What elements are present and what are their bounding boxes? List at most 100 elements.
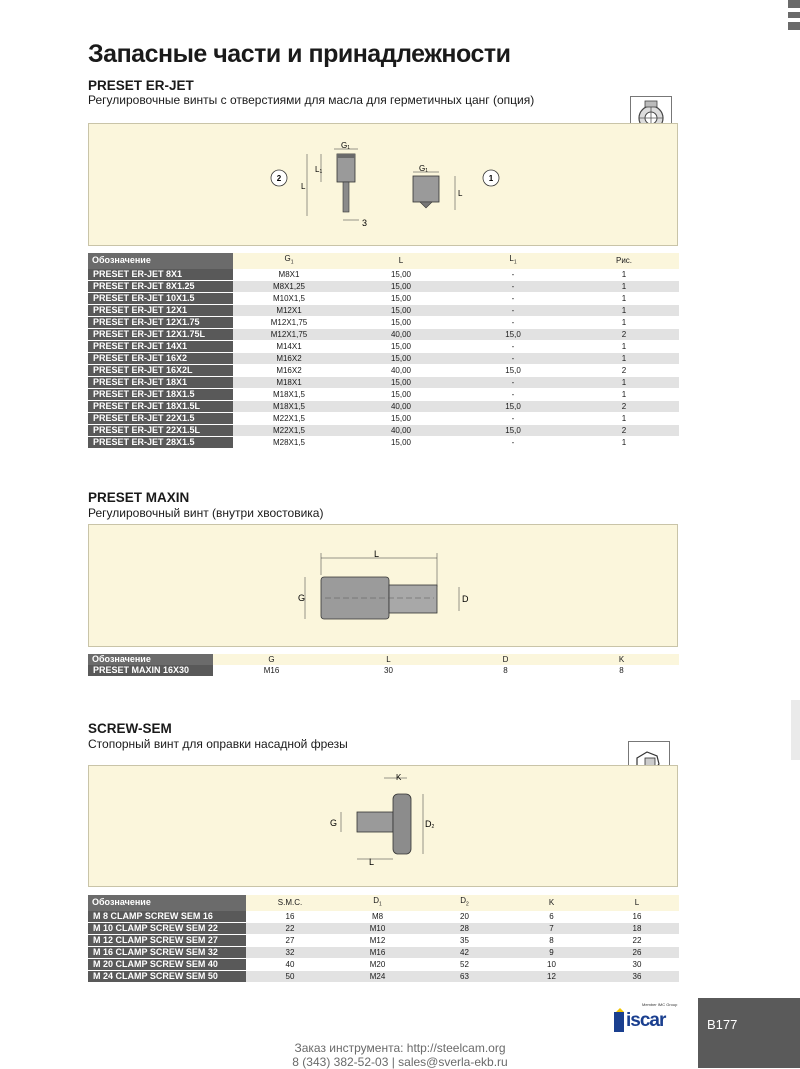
- section-title-erjet: PRESET ER-JET: [88, 78, 194, 93]
- table-cell: M18X1,5: [233, 388, 345, 401]
- maxin-col-header: D: [447, 654, 564, 665]
- table-cell: -: [457, 352, 569, 365]
- table-cell: -: [457, 316, 569, 329]
- designation-cell: PRESET ER-JET 22X1.5L: [88, 424, 233, 437]
- erjet-col-header: L: [345, 253, 457, 269]
- footer-contact-line: 8 (343) 382-52-03 | sales@sverla-ekb.ru: [0, 1055, 800, 1069]
- table-cell: 22: [595, 934, 679, 947]
- footer-order-text: Заказ инструмента: http://steelcam.org: [294, 1041, 506, 1055]
- table-cell: 15,00: [345, 304, 457, 317]
- table-cell: 15,00: [345, 340, 457, 353]
- brand-logo: Member IMC Group iscar: [614, 1002, 694, 1036]
- screwsem-col-header: K: [508, 895, 595, 911]
- screwsem-col-header: D1: [334, 895, 421, 911]
- table-cell: 42: [421, 946, 508, 959]
- maxin-drawing-box: L G D: [88, 524, 678, 647]
- table-cell: -: [457, 268, 569, 281]
- designation-cell: M 12 CLAMP SCREW SEM 27: [88, 934, 246, 947]
- table-cell: 1: [569, 376, 679, 389]
- table-cell: -: [457, 376, 569, 389]
- table-cell: M10: [334, 922, 421, 935]
- table-cell: 15,00: [345, 376, 457, 389]
- callout-2-label: 2: [277, 174, 282, 183]
- table-cell: 15,00: [345, 292, 457, 305]
- erjet-col-header: Обозначение: [88, 253, 233, 269]
- designation-cell: M 24 CLAMP SCREW SEM 50: [88, 970, 246, 983]
- table-cell: 15,00: [345, 388, 457, 401]
- maxin-d-label: D: [462, 594, 469, 604]
- table-cell: M18X1: [233, 376, 345, 389]
- table-cell: 1: [569, 304, 679, 317]
- table-cell: -: [457, 340, 569, 353]
- designation-cell: PRESET ER-JET 18X1.5: [88, 388, 233, 401]
- table-cell: 15,0: [457, 328, 569, 341]
- table-cell: 40,00: [345, 328, 457, 341]
- table-cell: 1: [569, 292, 679, 305]
- screwsem-col-header: L: [595, 895, 679, 911]
- table-cell: -: [457, 436, 569, 449]
- maxin-col-header: Обозначение: [88, 654, 213, 665]
- table-cell: 8: [508, 934, 595, 947]
- designation-cell: PRESET ER-JET 28X1.5: [88, 436, 233, 449]
- table-cell: 7: [508, 922, 595, 935]
- designation-cell: PRESET ER-JET 12X1.75: [88, 316, 233, 329]
- screwsem-col-header-text: D: [460, 896, 466, 905]
- table-cell: M22X1,5: [233, 412, 345, 425]
- l-label-fig1: L: [458, 189, 463, 198]
- designation-cell: M 16 CLAMP SCREW SEM 32: [88, 946, 246, 959]
- table-cell: 36: [595, 970, 679, 983]
- table-cell: 1: [569, 352, 679, 365]
- screwsem-g-label: G: [330, 818, 337, 828]
- table-cell: M12X1,75: [233, 328, 345, 341]
- screwsem-d2-label: D2: [425, 819, 435, 830]
- designation-cell: PRESET ER-JET 10X1.5: [88, 292, 233, 305]
- designation-cell: PRESET ER-JET 14X1: [88, 340, 233, 353]
- table-cell: 1: [569, 436, 679, 449]
- screwsem-col-header: Обозначение: [88, 895, 246, 911]
- table-cell: 40: [246, 958, 334, 971]
- section-title-maxin: PRESET MAXIN: [88, 490, 190, 505]
- table-cell: 15,00: [345, 280, 457, 293]
- table-cell: M20: [334, 958, 421, 971]
- maxin-col-header-text: G: [268, 655, 275, 664]
- designation-cell: PRESET ER-JET 18X1: [88, 376, 233, 389]
- page-number-tab: [698, 998, 800, 1068]
- screwsem-l-label: L: [369, 857, 374, 867]
- table-cell: 40,00: [345, 364, 457, 377]
- designation-cell: PRESET ER-JET 22X1.5: [88, 412, 233, 425]
- g1-label-fig1: G1: [419, 164, 428, 174]
- table-cell: 50: [246, 970, 334, 983]
- table-cell: M10X1,5: [233, 292, 345, 305]
- erjet-col-header-sub: 1: [513, 259, 517, 266]
- table-cell: 15,0: [457, 364, 569, 377]
- table-cell: 6: [508, 910, 595, 923]
- screwsem-col-header-sub: 1: [379, 901, 382, 908]
- table-cell: 30: [330, 665, 447, 677]
- table-cell: 15,0: [457, 400, 569, 413]
- table-cell: 40,00: [345, 424, 457, 437]
- page-number: B177: [707, 1017, 738, 1032]
- table-cell: 16: [595, 910, 679, 923]
- table-cell: M16: [213, 665, 330, 677]
- table-cell: 28: [421, 922, 508, 935]
- edge-strip: [791, 700, 800, 760]
- table-cell: 27: [246, 934, 334, 947]
- table-cell: 1: [569, 388, 679, 401]
- table-cell: 40,00: [345, 400, 457, 413]
- table-cell: M16X2: [233, 352, 345, 365]
- table-cell: M28X1,5: [233, 436, 345, 449]
- designation-cell: M 8 CLAMP SCREW SEM 16: [88, 910, 246, 923]
- maxin-col-header-text: K: [618, 655, 625, 664]
